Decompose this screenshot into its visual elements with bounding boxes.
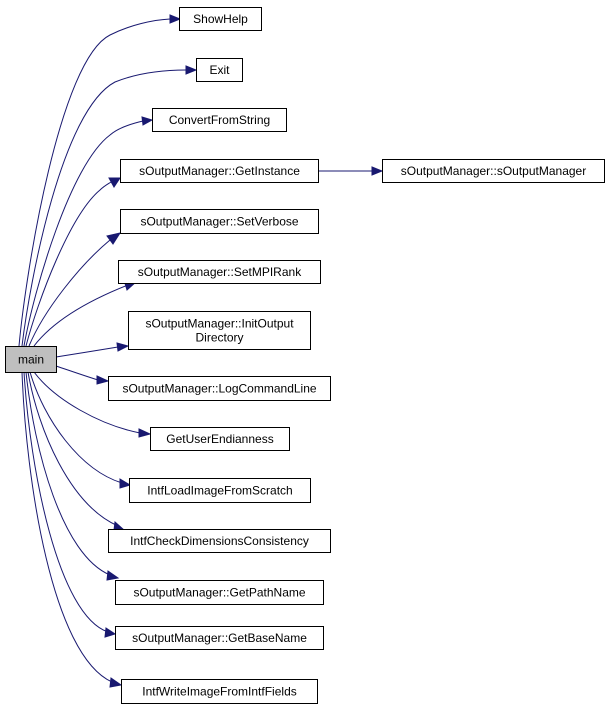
arrowhead-icon <box>109 677 123 688</box>
node-label: sOutputManager::GetPathName <box>133 586 305 600</box>
node-label: sOutputManager::SetMPIRank <box>138 265 302 279</box>
edge-line <box>25 371 111 576</box>
edge-main-to-getpathname <box>25 371 120 581</box>
node-label: sOutputManager::GetBaseName <box>132 631 307 645</box>
edge-line <box>25 181 112 347</box>
node-box <box>121 679 318 704</box>
node-label: IntfLoadImageFromScratch <box>147 484 292 498</box>
arrowhead-icon <box>106 570 120 581</box>
node-getpathname[interactable]: sOutputManager::GetPathName <box>115 580 324 605</box>
node-logcommandline[interactable]: sOutputManager::LogCommandLine <box>108 376 331 401</box>
edge-main-to-getuserendianness <box>33 371 152 438</box>
arrowhead-icon <box>96 375 110 385</box>
node-exit[interactable]: Exit <box>196 58 243 82</box>
node-box <box>115 626 324 650</box>
node-getbasename[interactable]: sOutputManager::GetBaseName <box>115 626 324 650</box>
arrowhead-icon <box>371 166 384 176</box>
edge-line <box>33 284 129 347</box>
edge-main-to-initoutputdirectory <box>55 342 130 358</box>
edge-main-to-intfwriteimagefromintffields <box>21 371 123 688</box>
edge-line <box>33 371 141 434</box>
node-getuserendianness[interactable]: GetUserEndianness <box>150 427 290 451</box>
arrowhead-icon <box>169 14 182 24</box>
node-intfcheckdimensionsconsistency[interactable]: IntfCheckDimensionsConsistency <box>108 529 331 553</box>
edge-main-to-getbasename <box>23 371 117 638</box>
node-label: GetUserEndianness <box>166 432 273 446</box>
arrowhead-icon <box>141 116 154 126</box>
node-label: Exit <box>209 63 230 77</box>
edge-main-to-intfloadimagefromscratch <box>29 371 132 489</box>
node-box <box>118 260 321 284</box>
node-box <box>196 58 243 82</box>
arrowhead-icon <box>116 342 130 352</box>
arrowhead-icon <box>119 478 132 489</box>
edge-main-to-logcommandline <box>55 365 110 385</box>
node-box <box>120 159 319 183</box>
node-showhelp[interactable]: ShowHelp <box>179 7 262 31</box>
edge-main-to-exit <box>21 65 198 347</box>
node-box <box>120 209 319 234</box>
edge-line <box>18 18 171 347</box>
node-box <box>108 529 331 553</box>
node-label: sOutputManager::InitOutput <box>145 317 294 331</box>
node-intfwriteimagefromintffields[interactable]: IntfWriteImageFromIntfFields <box>121 679 318 704</box>
edge-line <box>29 371 123 484</box>
node-box <box>179 7 262 31</box>
edge-main-to-getinstance <box>25 177 121 347</box>
arrowhead-icon <box>104 627 117 638</box>
arrowhead-icon <box>108 177 121 188</box>
node-label: sOutputManager::LogCommandLine <box>122 382 316 396</box>
edge-line <box>23 371 109 633</box>
edge-line <box>55 346 119 358</box>
edge-line <box>55 365 99 381</box>
edge-line <box>28 239 111 347</box>
edge-line <box>27 371 119 527</box>
node-box <box>382 159 605 183</box>
node-setmpirank[interactable]: sOutputManager::SetMPIRank <box>118 260 321 284</box>
node-box <box>152 108 287 132</box>
arrowhead-icon <box>106 232 122 245</box>
node-box <box>115 580 324 605</box>
node-box <box>129 478 311 503</box>
node-label: ShowHelp <box>193 12 248 26</box>
node-soutputmanager[interactable]: sOutputManager::sOutputManager <box>382 159 605 183</box>
edges-layer <box>18 14 384 688</box>
node-label: sOutputManager::GetInstance <box>139 164 300 178</box>
edge-main-to-convertfromstring <box>23 116 154 347</box>
node-label: Directory <box>195 331 243 345</box>
edge-main-to-setmpirank <box>33 279 138 347</box>
node-setverbose[interactable]: sOutputManager::SetVerbose <box>120 209 319 234</box>
edge-main-to-setverbose <box>28 232 122 347</box>
node-box <box>108 376 331 401</box>
arrowhead-icon <box>138 428 152 438</box>
node-convertfromstring[interactable]: ConvertFromString <box>152 108 287 132</box>
edge-main-to-showhelp <box>18 14 182 347</box>
node-box <box>128 311 311 350</box>
arrowhead-icon <box>113 520 126 531</box>
node-intfloadimagefromscratch[interactable]: IntfLoadImageFromScratch <box>129 478 311 503</box>
node-label: IntfCheckDimensionsConsistency <box>130 534 309 548</box>
node-label: sOutputManager::sOutputManager <box>401 164 586 178</box>
node-main[interactable]: main <box>5 346 57 373</box>
edge-line <box>21 371 113 683</box>
edge-line <box>23 120 144 347</box>
edge-line <box>21 69 187 347</box>
node-label: sOutputManager::SetVerbose <box>140 215 298 229</box>
node-label: ConvertFromString <box>169 113 270 127</box>
edge-getinstance-to-soutputmanager <box>318 166 384 176</box>
node-getinstance[interactable]: sOutputManager::GetInstance <box>120 159 319 183</box>
arrowhead-icon <box>185 65 198 75</box>
node-label: main <box>18 353 44 367</box>
node-box <box>5 346 57 373</box>
node-box <box>150 427 290 451</box>
node-label: IntfWriteImageFromIntfFields <box>142 685 297 699</box>
